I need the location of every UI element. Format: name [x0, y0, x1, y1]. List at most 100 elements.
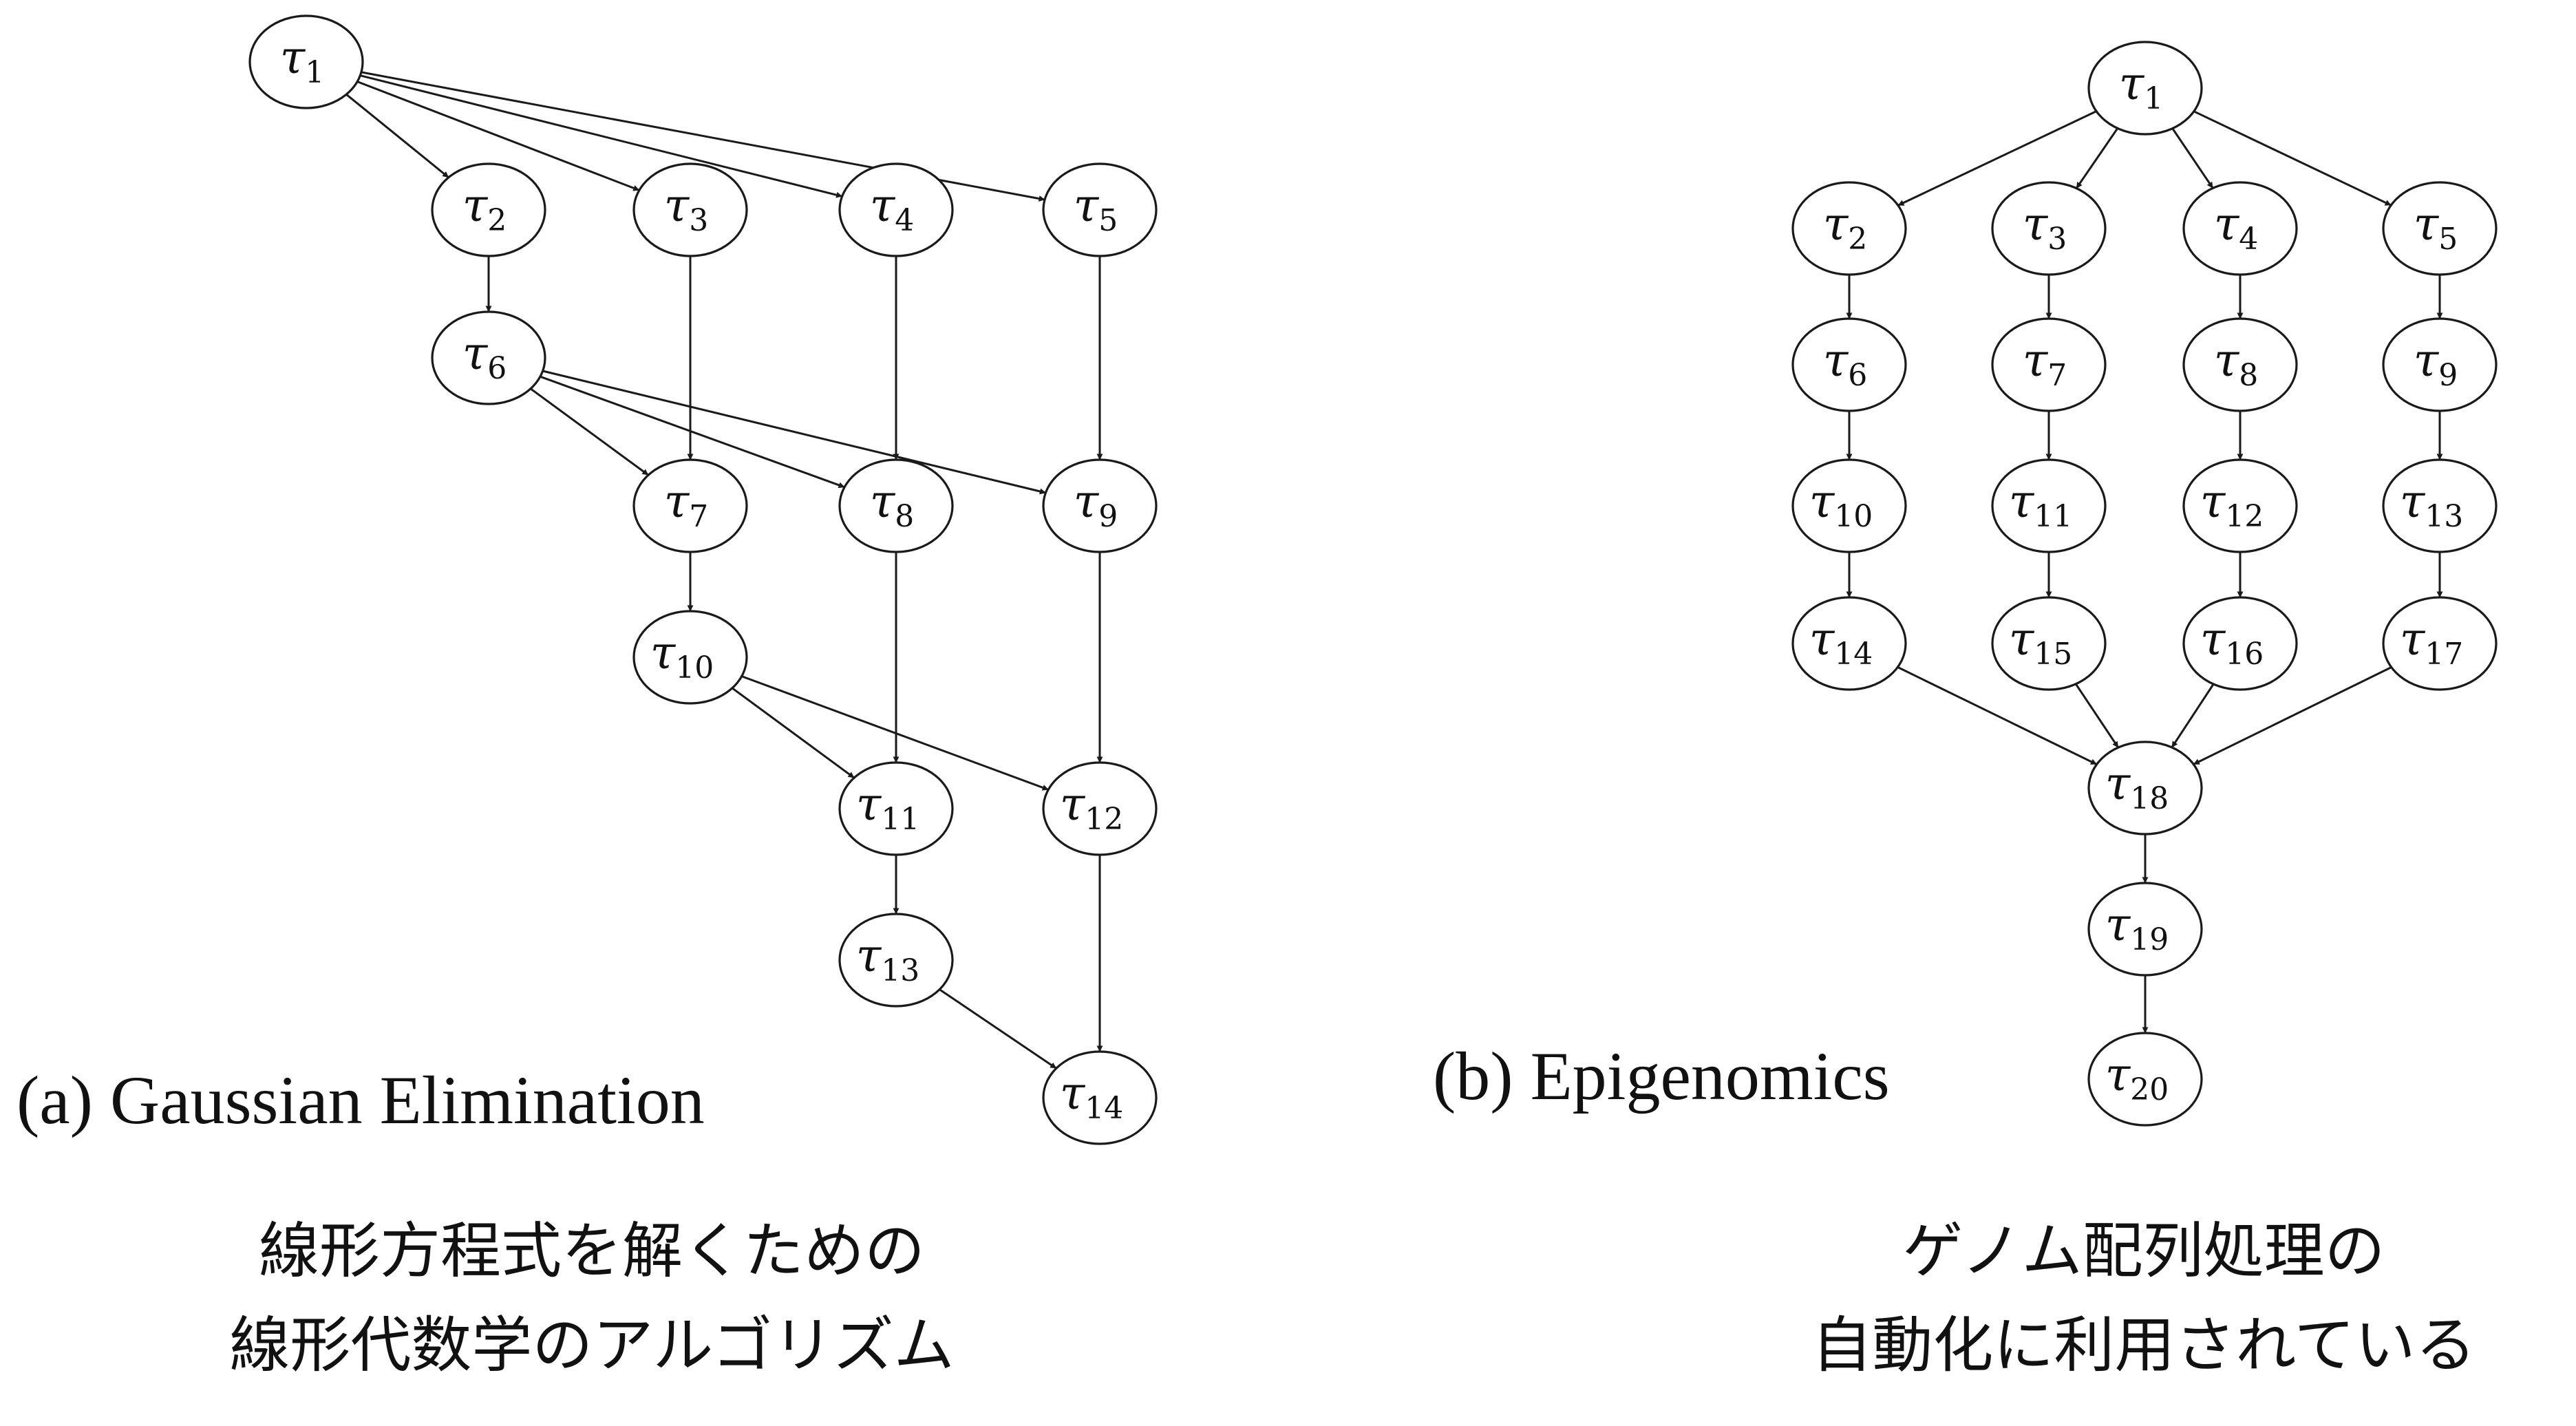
gaussian-edge-10-11: [732, 687, 855, 779]
gaussian-edge-6-7: [530, 387, 649, 476]
gaussian-edge-1-2: [345, 94, 449, 178]
epigenomics-node-label-11: τ11: [2009, 475, 2073, 534]
epigenomics-node-label-1: τ1: [2119, 57, 2164, 116]
epigenomics-node-ellipse-1: [2087, 41, 2203, 136]
epigenomics-node-ellipse-18: [2087, 741, 2203, 836]
gaussian-node-label-6: τ6: [462, 327, 507, 386]
gaussian-node-tau-11: τ11: [838, 761, 954, 856]
epigenomics-description-line-2: 自動化に利用されている: [1811, 1310, 2476, 1381]
epigenomics-node-label-15: τ15: [2009, 613, 2073, 672]
epigenomics-node-label-7: τ7: [2023, 334, 2067, 393]
epigenomics-node-ellipse-11: [1991, 458, 2107, 553]
gaussian-node-label-3: τ3: [664, 179, 709, 238]
epigenomics-edge-17-18: [2193, 666, 2392, 765]
epigenomics-node-label-6: τ6: [1823, 334, 1868, 393]
epigenomics-node-ellipse-17: [2382, 596, 2498, 691]
epigenomics-node-tau-18: τ18: [2087, 741, 2203, 836]
gaussian-node-tau-14: τ14: [1042, 1050, 1158, 1145]
epigenomics-node-label-3: τ3: [2023, 198, 2067, 257]
gaussian-node-tau-10: τ10: [632, 610, 748, 705]
gaussian-elimination-dag: τ1 τ2 τ3 τ4 τ5 τ6 τ7 τ8 τ9 τ10 τ11 τ12 τ13 τ14: [248, 14, 1158, 1145]
gaussian-edge-6-9: [542, 370, 1046, 495]
epigenomics-node-label-2: τ2: [1823, 198, 1868, 257]
gaussian-node-ellipse-13: [838, 913, 954, 1008]
epigenomics-node-tau-17: τ17: [2382, 596, 2498, 691]
epigenomics-node-label-10: τ10: [1809, 475, 1873, 534]
epigenomics-node-ellipse-3: [1991, 181, 2107, 276]
epigenomics-node-tau-14: τ14: [1791, 596, 1907, 691]
epigenomics-node-label-4: τ4: [2214, 198, 2259, 257]
epigenomics-node-tau-13: τ13: [2382, 458, 2498, 553]
epigenomics-edge-16-18: [2171, 683, 2215, 748]
epigenomics-node-label-19: τ19: [2105, 898, 2169, 957]
gaussian-edge-1-3: [356, 81, 640, 191]
gaussian-edge-10-12: [741, 675, 1049, 791]
epigenomics-node-tau-11: τ11: [1991, 458, 2107, 553]
gaussian-node-ellipse-10: [632, 610, 748, 705]
gaussian-node-ellipse-3: [632, 162, 748, 257]
epigenomics-edge-15-18: [2074, 683, 2120, 749]
gaussian-node-tau-5: τ5: [1042, 162, 1158, 257]
epigenomics-node-tau-8: τ8: [2182, 317, 2298, 412]
gaussian-node-ellipse-11: [838, 761, 954, 856]
gaussian-node-label-4: τ4: [870, 179, 915, 238]
gaussian-node-tau-12: τ12: [1042, 761, 1158, 856]
gaussian-node-tau-6: τ6: [431, 310, 546, 405]
epigenomics-node-label-18: τ18: [2105, 757, 2169, 816]
gaussian-node-ellipse-7: [632, 458, 748, 553]
epigenomics-node-tau-19: τ19: [2087, 882, 2203, 977]
epigenomics-node-tau-9: τ9: [2382, 317, 2498, 412]
epigenomics-node-ellipse-9: [2382, 317, 2498, 412]
gaussian-node-ellipse-5: [1042, 162, 1158, 257]
epigenomics-node-ellipse-13: [2382, 458, 2498, 553]
epigenomics-node-tau-16: τ16: [2182, 596, 2298, 691]
gaussian-node-label-9: τ9: [1074, 475, 1118, 534]
epigenomics-node-label-9: τ9: [2414, 334, 2458, 393]
gaussian-description-line-2: 線形代数学のアルゴリズム: [229, 1310, 954, 1381]
gaussian-node-ellipse-2: [431, 162, 546, 257]
gaussian-node-tau-3: τ3: [632, 162, 748, 257]
gaussian-node-ellipse-9: [1042, 458, 1158, 553]
gaussian-node-tau-9: τ9: [1042, 458, 1158, 553]
gaussian-node-label-11: τ11: [856, 778, 920, 837]
epigenomics-node-label-8: τ8: [2214, 334, 2259, 393]
epigenomics-node-label-16: τ16: [2200, 613, 2264, 672]
epigenomics-node-tau-3: τ3: [1991, 181, 2107, 276]
epigenomics-node-ellipse-14: [1791, 596, 1907, 691]
gaussian-node-tau-2: τ2: [431, 162, 546, 257]
epigenomics-edge-1-5: [2193, 110, 2392, 206]
gaussian-node-ellipse-14: [1042, 1050, 1158, 1145]
epigenomics-dag: τ1 τ2 τ3 τ4 τ5 τ6 τ7 τ8 τ9 τ10 τ11 τ12 τ13 τ14 τ15 τ16 τ…: [1791, 41, 2498, 1127]
epigenomics-node-ellipse-20: [2087, 1032, 2203, 1127]
epigenomics-node-tau-2: τ2: [1791, 181, 1907, 276]
gaussian-node-label-7: τ7: [664, 475, 709, 534]
epigenomics-edge-1-2: [1897, 110, 2097, 206]
gaussian-node-ellipse-4: [838, 162, 954, 257]
epigenomics-node-ellipse-7: [1991, 317, 2107, 412]
gaussian-edge-1-4: [360, 74, 843, 198]
epigenomics-node-tau-12: τ12: [2182, 458, 2298, 553]
epigenomics-caption: (b) Epigenomics: [1433, 1038, 1890, 1114]
gaussian-node-label-1: τ1: [280, 31, 325, 90]
epigenomics-node-ellipse-2: [1791, 181, 1907, 276]
gaussian-node-label-13: τ13: [856, 929, 920, 988]
epigenomics-node-tau-10: τ10: [1791, 458, 1907, 553]
epigenomics-node-label-14: τ14: [1809, 613, 1873, 672]
epigenomics-edge-1-4: [2171, 127, 2214, 189]
epigenomics-node-tau-1: τ1: [2087, 41, 2203, 136]
epigenomics-node-tau-4: τ4: [2182, 181, 2298, 276]
epigenomics-node-label-17: τ17: [2400, 613, 2464, 672]
epigenomics-edge-14-18: [1897, 666, 2098, 765]
gaussian-node-tau-13: τ13: [838, 913, 954, 1008]
epigenomics-node-label-12: τ12: [2200, 475, 2264, 534]
gaussian-node-ellipse-1: [248, 14, 364, 109]
gaussian-node-tau-8: τ8: [838, 458, 954, 553]
gaussian-node-label-10: τ10: [650, 626, 714, 685]
gaussian-node-label-8: τ8: [870, 475, 915, 534]
gaussian-node-tau-1: τ1: [248, 14, 364, 109]
epigenomics-node-tau-5: τ5: [2382, 181, 2498, 276]
epigenomics-node-ellipse-4: [2182, 181, 2298, 276]
gaussian-node-ellipse-6: [431, 310, 546, 405]
gaussian-edge-6-8: [540, 375, 845, 489]
